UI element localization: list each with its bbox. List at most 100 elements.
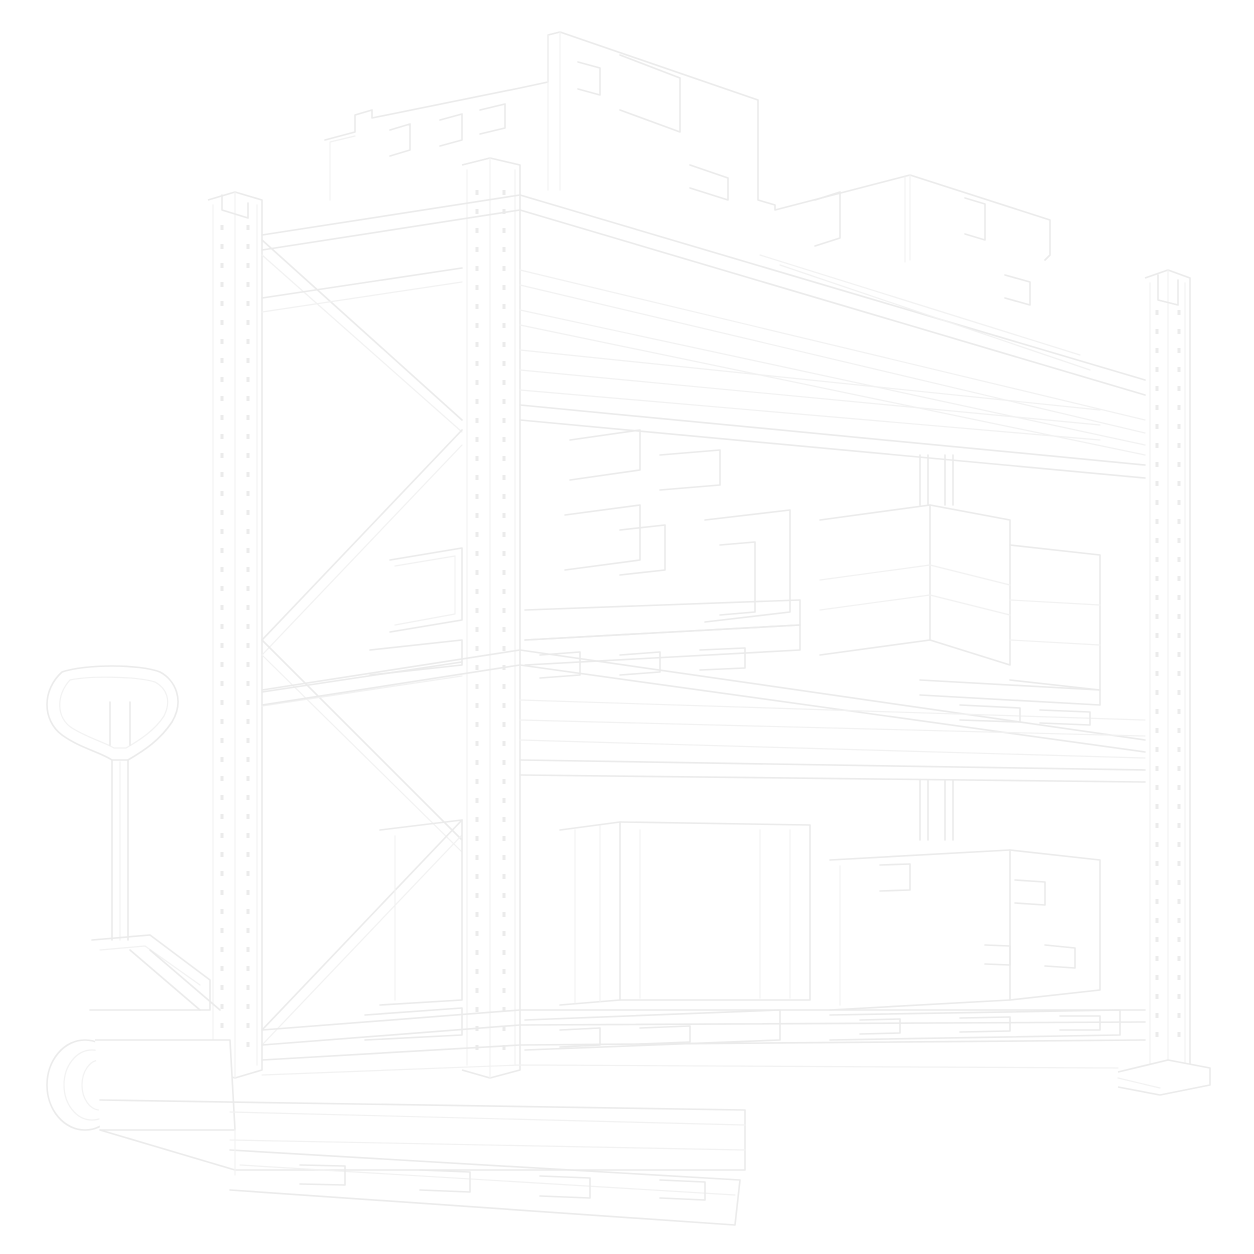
post-hole [246,282,250,287]
post-hole [1177,842,1181,847]
post-hole [1155,405,1159,410]
post-hole [502,323,506,328]
post-hole [502,304,506,309]
post-hole [1155,310,1159,315]
post-hole [1177,652,1181,657]
post-hole [502,760,506,765]
post-hole [502,513,506,518]
post-hole [475,494,479,499]
post-hole [246,662,250,667]
post-hole [1155,1013,1159,1018]
post-hole [246,415,250,420]
post-hole [1155,975,1159,980]
post-hole [1177,595,1181,600]
post-hole [220,871,224,876]
post-hole [246,833,250,838]
post-hole [475,608,479,613]
post-hole [220,586,224,591]
post-hole [1155,595,1159,600]
post-hole [246,453,250,458]
post-hole [220,529,224,534]
post-hole [246,776,250,781]
post-hole [475,456,479,461]
post-hole [246,396,250,401]
post-hole [502,247,506,252]
post-hole [220,434,224,439]
post-hole [1177,766,1181,771]
post-hole [220,776,224,781]
post-hole [220,966,224,971]
post-hole [220,263,224,268]
post-hole [220,890,224,895]
post-hole [246,871,250,876]
post-hole [1155,367,1159,372]
post-hole [1177,462,1181,467]
post-hole [220,244,224,249]
post-hole [1155,937,1159,942]
post-hole [246,947,250,952]
post-hole [475,418,479,423]
post-hole [475,209,479,214]
post-hole [475,722,479,727]
post-hole [475,304,479,309]
post-hole [220,681,224,686]
post-hole [475,570,479,575]
post-hole [1155,329,1159,334]
post-hole [475,532,479,537]
post-hole [246,1023,250,1028]
post-hole [1177,481,1181,486]
post-hole [246,586,250,591]
post-hole [502,437,506,442]
post-hole [475,969,479,974]
post-hole [475,646,479,651]
post-hole [1155,690,1159,695]
post-hole [246,928,250,933]
post-hole [220,358,224,363]
post-hole [475,950,479,955]
post-hole [475,399,479,404]
post-hole [502,228,506,233]
post-hole [246,814,250,819]
post-hole [502,874,506,879]
post-hole [1177,424,1181,429]
post-hole [502,456,506,461]
pallet-jack [46,665,746,1226]
post-hole [475,836,479,841]
post-hole [1155,899,1159,904]
post-hole [502,779,506,784]
upper-shelf-level [261,194,1146,479]
post-hole [1155,747,1159,752]
post-hole [1177,690,1181,695]
post-hole [220,225,224,230]
post-hole [220,719,224,724]
post-hole [220,548,224,553]
post-hole [1155,348,1159,353]
post-hole [1155,443,1159,448]
post-hole [475,684,479,689]
post-hole [1177,614,1181,619]
post-hole [475,589,479,594]
post-hole [246,643,250,648]
post-hole [246,700,250,705]
post-hole [502,817,506,822]
post-hole [475,342,479,347]
post-hole [475,247,479,252]
upper-boxes [369,429,1101,726]
post-hole [502,1007,506,1012]
post-hole [1155,576,1159,581]
post-hole [1177,956,1181,961]
post-hole [1177,348,1181,353]
post-hole [475,893,479,898]
post-hole [220,472,224,477]
post-hole [220,567,224,572]
post-hole [246,985,250,990]
post-hole [220,415,224,420]
post-hole [1177,785,1181,790]
post-hole [220,510,224,515]
post-hole [502,266,506,271]
post-hole [1155,424,1159,429]
post-hole [246,320,250,325]
post-hole [1155,652,1159,657]
post-hole [220,700,224,705]
